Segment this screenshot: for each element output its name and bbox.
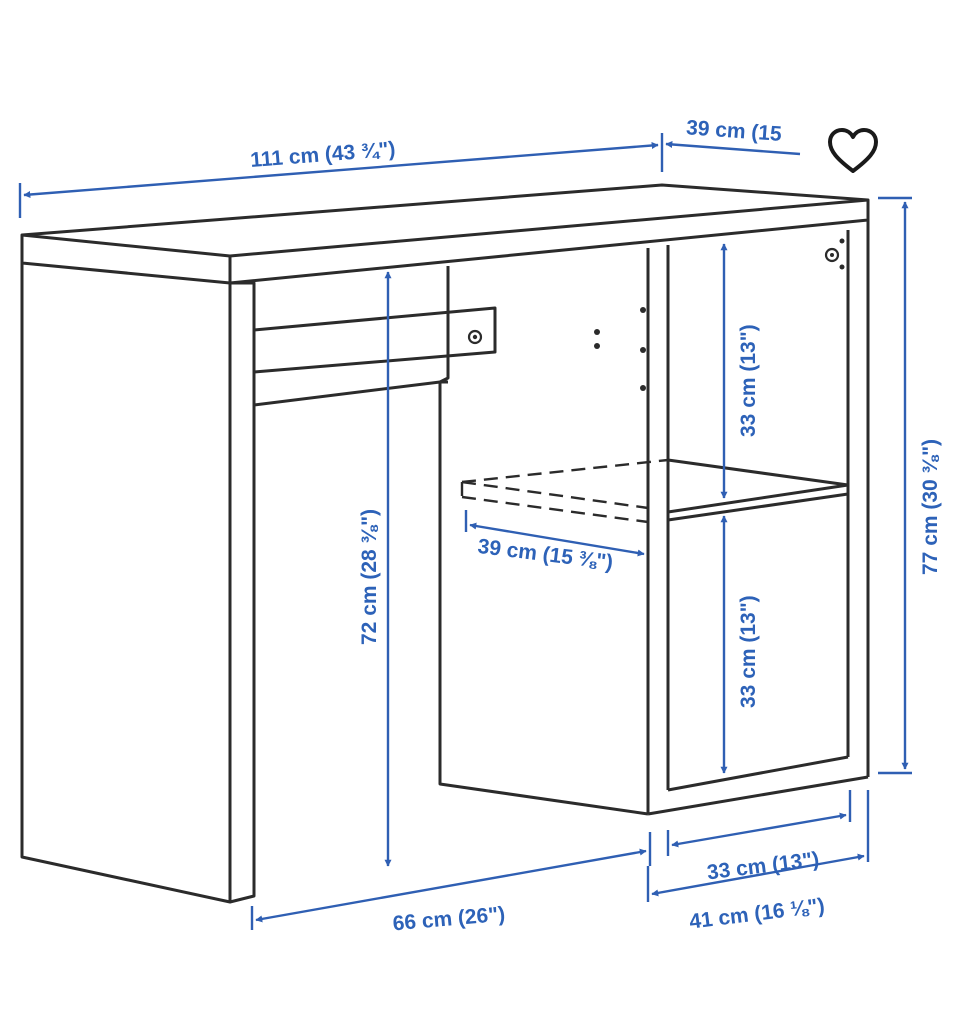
dim-inner-width: 33 cm (13") (666, 790, 852, 884)
dim-label-shelf-depth: 39 cm (15 ⅜") (476, 535, 614, 574)
dim-width-total: 111 cm (43 ¾") (18, 133, 664, 218)
dim-knee-width: 66 cm (26") (250, 832, 652, 936)
dim-label-knee-width: 66 cm (26") (392, 903, 506, 936)
dim-label-outer-width: 41 cm (16 ⅛") (688, 894, 826, 933)
dim-label-shelf-upper: 33 cm (13") (737, 324, 760, 437)
dim-height-total: 77 cm (30 ⅜") (878, 196, 942, 775)
dim-label-shelf-lower: 33 cm (13") (737, 595, 760, 708)
dim-label-knee-height: 72 cm (28 ⅜") (358, 509, 381, 645)
dim-shelf-depth: 39 cm (15 ⅜") (464, 510, 645, 574)
dim-label-depth-top: 39 cm (15 (685, 116, 782, 146)
dim-knee-height: 72 cm (28 ⅜") (358, 271, 392, 867)
dim-shelf-lower: 33 cm (13") (720, 515, 760, 774)
dim-depth-top: 39 cm (15 (665, 116, 801, 156)
heart-icon (828, 128, 878, 173)
desk-outline (20, 183, 870, 904)
dim-label-height-total: 77 cm (30 ⅜") (919, 439, 942, 575)
dim-shelf-upper: 33 cm (13") (720, 243, 760, 499)
favorite-button[interactable] (825, 124, 881, 178)
